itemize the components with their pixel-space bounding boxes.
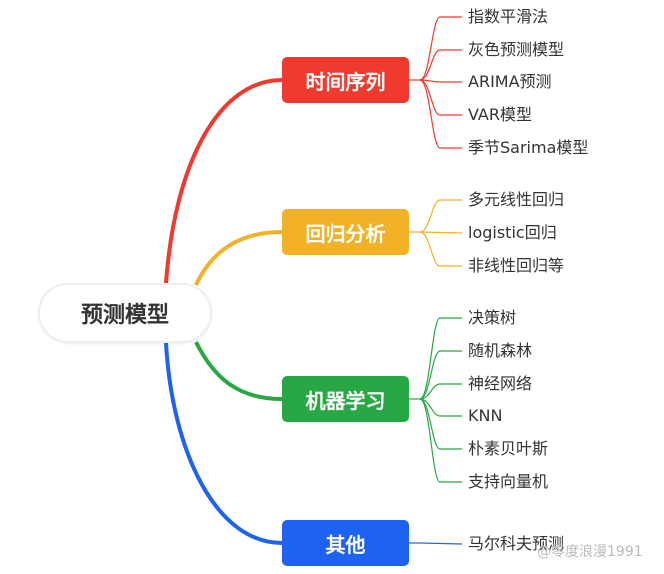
- leaf-connector-line: [419, 79, 462, 83]
- branch-machine-learning[interactable]: 机器学习: [282, 376, 409, 422]
- leaf-node[interactable]: 随机森林: [468, 341, 533, 360]
- leaf-connector-line: [419, 398, 462, 450]
- leaf-node[interactable]: 马尔科夫预测: [468, 534, 565, 553]
- leaf-node[interactable]: 指数平滑法: [468, 7, 549, 26]
- leaf-node[interactable]: 朴素贝叶斯: [468, 439, 549, 458]
- leaf-connector-line: [419, 231, 463, 234]
- leaf-node[interactable]: 多元线性回归: [468, 190, 565, 209]
- link-root-regression: [194, 230, 283, 286]
- leaf-node[interactable]: 季节Sarima模型: [468, 138, 589, 157]
- leaf-node[interactable]: 灰色预测模型: [468, 40, 565, 59]
- leaf-connector-line: [419, 383, 462, 400]
- leaf-node[interactable]: VAR模型: [468, 105, 532, 124]
- leaf-connector-line: [419, 79, 462, 116]
- leaf-node[interactable]: 非线性回归等: [468, 256, 565, 275]
- watermark: @零度浪漫1991: [537, 544, 643, 560]
- branch-label: 回归分析: [305, 221, 386, 246]
- leaf-node[interactable]: ARIMA预测: [468, 72, 552, 91]
- leaf-connector-line: [419, 231, 462, 267]
- leaf-connector-line: [419, 79, 462, 149]
- leaf-connector-line: [419, 398, 462, 417]
- leaf-node[interactable]: logistic回归: [468, 223, 557, 242]
- leaf-connector-line: [419, 542, 463, 545]
- branch-other[interactable]: 其他: [282, 520, 409, 566]
- leaf-connector-line: [419, 350, 462, 400]
- leaf-node[interactable]: 决策树: [468, 308, 517, 327]
- branch-label: 时间序列: [305, 69, 386, 94]
- leaf-connector-line: [419, 317, 462, 400]
- leaf-connector-line: [419, 398, 462, 483]
- leaf-node[interactable]: KNN: [468, 406, 503, 425]
- link-root-other: [164, 342, 283, 545]
- leaf-node[interactable]: 支持向量机: [468, 472, 549, 491]
- leaf-connector-line: [419, 16, 462, 81]
- link-root-timeseries: [164, 78, 283, 284]
- leaf-connector-line: [419, 199, 462, 233]
- branch-label: 机器学习: [305, 388, 386, 413]
- root-label: 预测模型: [80, 303, 169, 328]
- leaf-node[interactable]: 神经网络: [468, 374, 533, 393]
- branch-time-series[interactable]: 时间序列: [282, 57, 409, 103]
- branch-label: 其他: [325, 532, 366, 557]
- leaf-connector-line: [419, 49, 462, 81]
- branch-regression[interactable]: 回归分析: [282, 209, 409, 255]
- link-root-ml: [194, 341, 283, 401]
- root-node[interactable]: 预测模型: [38, 283, 212, 343]
